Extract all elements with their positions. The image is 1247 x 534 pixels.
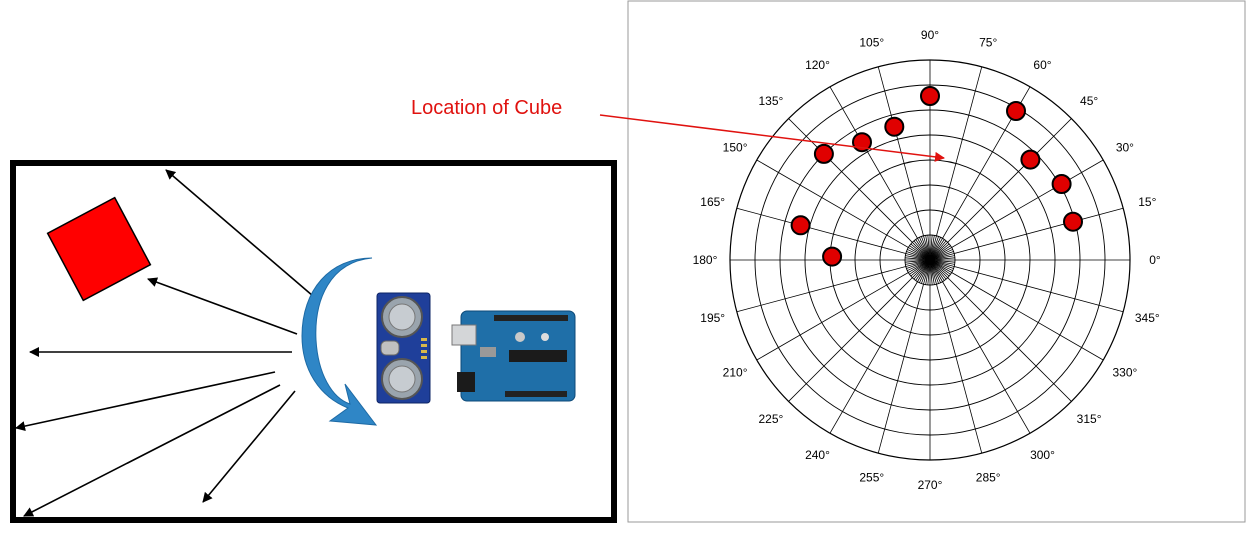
polar-spoke xyxy=(929,159,1104,261)
angle-label: 255° xyxy=(859,470,884,484)
polar-spoke xyxy=(929,66,983,261)
angle-label: 45° xyxy=(1080,94,1098,108)
angle-label: 225° xyxy=(758,412,783,426)
sonar-ray xyxy=(165,169,314,297)
sonar-ray xyxy=(202,390,296,503)
angle-label: 330° xyxy=(1112,366,1137,380)
angle-label: 270° xyxy=(918,478,943,492)
angle-label: 180° xyxy=(693,253,718,267)
angle-label: 195° xyxy=(700,311,725,325)
angle-label: 15° xyxy=(1138,195,1156,209)
angle-label: 345° xyxy=(1135,311,1160,325)
polar-spoke xyxy=(829,259,931,434)
angle-label: 75° xyxy=(979,36,997,50)
annotation-arrow xyxy=(599,114,945,162)
polar-spoke xyxy=(756,259,931,361)
angle-label: 150° xyxy=(723,141,748,155)
angle-label: 60° xyxy=(1033,58,1051,72)
angle-label: 0° xyxy=(1149,253,1161,267)
angle-label: 315° xyxy=(1077,412,1102,426)
angle-label: 135° xyxy=(758,94,783,108)
polar-spoke xyxy=(929,259,983,454)
polar-spoke xyxy=(929,259,955,263)
annotation-label: Location of Cube xyxy=(411,97,562,119)
polar-spoke xyxy=(829,86,931,261)
sonar-ray xyxy=(147,277,298,335)
detection-point xyxy=(790,215,811,236)
angle-label: 300° xyxy=(1030,448,1055,462)
angle-label: 30° xyxy=(1116,141,1134,155)
ultrasonic-sensor-icon xyxy=(376,292,431,404)
angle-label: 90° xyxy=(921,28,939,42)
angle-label: 165° xyxy=(700,195,725,209)
polar-spoke xyxy=(929,118,1072,261)
detection-point xyxy=(1051,174,1072,194)
sonar-ray xyxy=(15,371,276,431)
polar-points xyxy=(790,86,1083,267)
polar-spoke xyxy=(929,259,1031,434)
angle-label: 105° xyxy=(859,36,884,50)
polar-spoke xyxy=(929,259,1104,361)
red-cube xyxy=(46,196,152,302)
polar-panel: 0° 15° 30° 45° 60° 75° 90° 105° 120° 135° 150° 165°… xyxy=(627,0,1246,523)
polar-spoke xyxy=(788,259,931,402)
angle-label: 240° xyxy=(805,448,830,462)
polar-angle-labels: 0° 15° 30° 45° 60° 75° 90° 105° 120° 135° 150° 165°… xyxy=(693,28,1161,492)
polar-spoke xyxy=(736,207,931,261)
cube-location-annotation: Location of Cube xyxy=(411,97,945,162)
polar-spoke xyxy=(929,259,1072,402)
detection-point xyxy=(1063,211,1083,232)
detection-point xyxy=(813,143,834,164)
polar-spoke xyxy=(877,259,931,454)
angle-label: 285° xyxy=(976,470,1001,484)
detection-point xyxy=(920,86,940,106)
polar-spoke xyxy=(929,259,1124,313)
angle-label: 120° xyxy=(805,58,830,72)
room-scene xyxy=(10,160,617,523)
angle-label: 210° xyxy=(723,366,748,380)
detection-point xyxy=(1006,101,1026,121)
polar-spoke xyxy=(756,159,931,261)
polar-spoke xyxy=(929,207,1124,261)
polar-grid xyxy=(729,59,1131,461)
sonar-ray xyxy=(23,384,281,517)
polar-spoke xyxy=(736,259,931,313)
sonar-rays xyxy=(15,169,314,517)
sweep-arrow xyxy=(301,257,378,426)
detection-point xyxy=(822,246,843,267)
polar-spoke xyxy=(877,66,931,261)
arduino-board-icon xyxy=(451,310,576,402)
detection-point xyxy=(1020,149,1041,170)
detection-point xyxy=(884,116,905,137)
